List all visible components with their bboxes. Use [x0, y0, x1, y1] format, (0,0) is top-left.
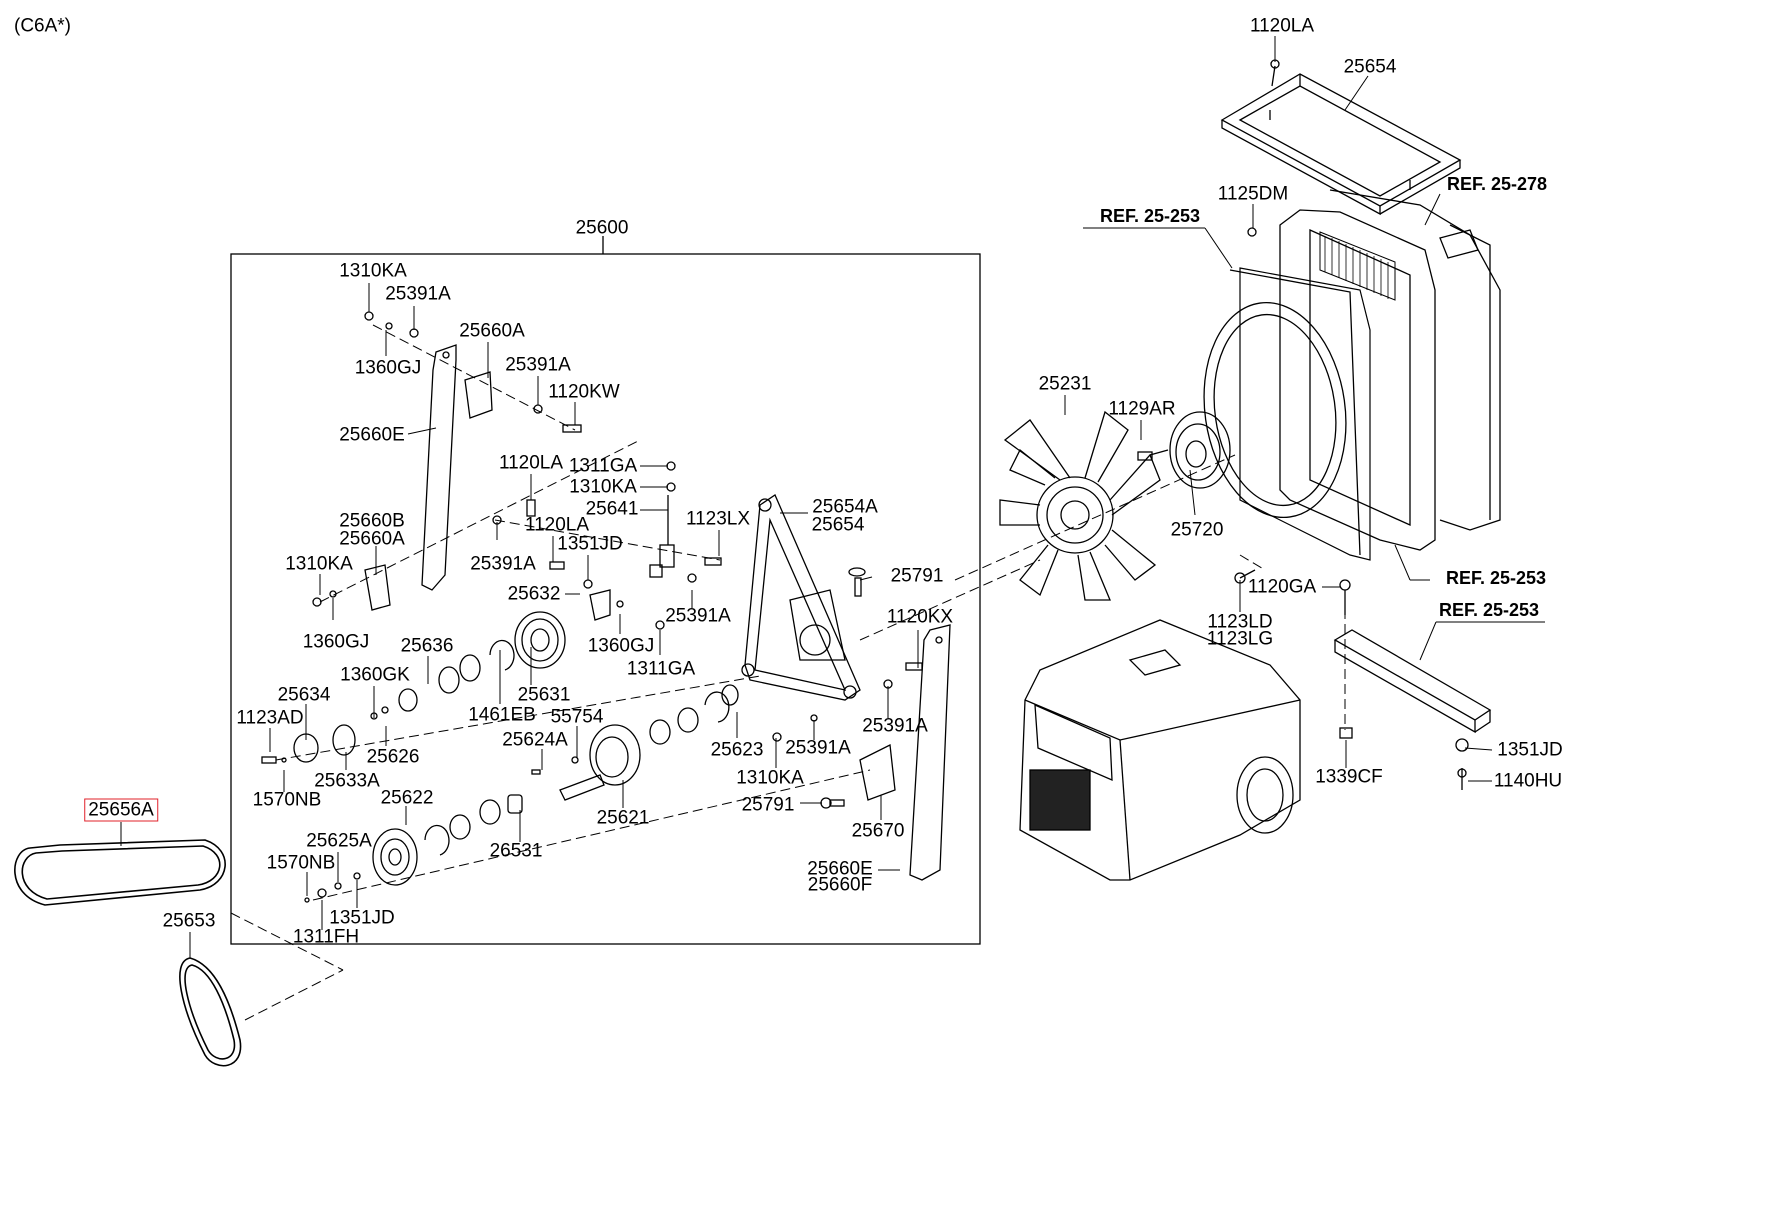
- callout-1123LX[interactable]: 1123LX: [685, 508, 751, 530]
- callout-25624A[interactable]: 25624A: [502, 729, 568, 751]
- callout-25633A[interactable]: 25633A: [314, 770, 380, 792]
- callout-25632[interactable]: 25632: [507, 583, 561, 605]
- callout-1310KA[interactable]: 1310KA: [736, 767, 804, 789]
- callout-1310KA[interactable]: 1310KA: [285, 553, 353, 575]
- callout-1360GJ[interactable]: 1360GJ: [302, 631, 370, 653]
- callout-25670[interactable]: 25670: [851, 820, 905, 842]
- callout-25231[interactable]: 25231: [1038, 373, 1092, 395]
- callout-1120KW[interactable]: 1120KW: [548, 381, 620, 403]
- model-code: (C6A*): [14, 15, 72, 37]
- callout-25391A[interactable]: 25391A: [470, 553, 536, 575]
- callout-1351JD[interactable]: 1351JD: [1497, 739, 1563, 761]
- callout-25621[interactable]: 25621: [596, 807, 650, 829]
- callout-1120LA[interactable]: 1120LA: [524, 514, 590, 536]
- callout-25653[interactable]: 25653: [162, 910, 216, 932]
- callout-1123LG[interactable]: 1123LG: [1206, 628, 1274, 650]
- callout-1311FH[interactable]: 1311FH: [292, 926, 360, 948]
- callout-1351JD[interactable]: 1351JD: [557, 533, 623, 555]
- callout-1120GA[interactable]: 1120GA: [1247, 576, 1317, 598]
- callout-1351JD[interactable]: 1351JD: [329, 907, 395, 929]
- callout-25660B[interactable]: 25660B: [339, 510, 405, 532]
- callout-25720[interactable]: 25720: [1170, 519, 1224, 541]
- callout-1120LA[interactable]: 1120LA: [498, 452, 564, 474]
- callout-25391A[interactable]: 25391A: [862, 715, 928, 737]
- callout-25660F[interactable]: 25660F: [807, 874, 873, 896]
- callout-25391A[interactable]: 25391A: [785, 737, 851, 759]
- callout-1311GA[interactable]: 1311GA: [626, 658, 696, 680]
- callout-26531[interactable]: 26531: [489, 840, 543, 862]
- callout-25656A-highlighted[interactable]: 25656A: [84, 798, 158, 822]
- callout-25391A[interactable]: 25391A: [385, 283, 451, 305]
- callout-25791[interactable]: 25791: [741, 794, 795, 816]
- callout-1339CF[interactable]: 1339CF: [1315, 766, 1383, 788]
- callout-1120KX[interactable]: 1120KX: [886, 606, 954, 628]
- callout-1120LA[interactable]: 1120LA: [1249, 15, 1315, 37]
- callout-1140HU[interactable]: 1140HU: [1493, 770, 1563, 792]
- ref-25-253[interactable]: REF. 25-253: [1438, 600, 1540, 620]
- callout-25622[interactable]: 25622: [380, 787, 434, 809]
- callout-1570NB[interactable]: 1570NB: [252, 789, 322, 811]
- callout-1461EB[interactable]: 1461EB: [468, 704, 536, 726]
- callout-1310KA[interactable]: 1310KA: [339, 260, 407, 282]
- callout-25623[interactable]: 25623: [710, 739, 764, 761]
- callout-25660E[interactable]: 25660E: [807, 858, 873, 880]
- callout-25654A[interactable]: 25654A: [812, 496, 878, 518]
- callout-1360GJ[interactable]: 1360GJ: [354, 357, 422, 379]
- callout-1360GK[interactable]: 1360GK: [340, 664, 410, 686]
- ref-25-278[interactable]: REF. 25-278: [1446, 174, 1548, 194]
- callout-25654[interactable]: 25654: [811, 514, 865, 536]
- callout-25654[interactable]: 25654: [1343, 56, 1397, 78]
- callout-25391A[interactable]: 25391A: [665, 605, 731, 627]
- assembly-group-frame: [230, 253, 981, 945]
- ref-25-253[interactable]: REF. 25-253: [1445, 568, 1547, 588]
- callout-25625A[interactable]: 25625A: [306, 830, 372, 852]
- callout-1360GJ[interactable]: 1360GJ: [587, 635, 655, 657]
- callout-55754[interactable]: 55754: [550, 706, 604, 728]
- callout-25660A[interactable]: 25660A: [339, 528, 405, 550]
- callout-25641[interactable]: 25641: [585, 498, 639, 520]
- callout-25636[interactable]: 25636: [400, 635, 454, 657]
- callout-25626[interactable]: 25626: [366, 746, 420, 768]
- callout-25660A[interactable]: 25660A: [459, 320, 525, 342]
- callout-1311GA[interactable]: 1311GA: [568, 455, 638, 477]
- callout-25600[interactable]: 25600: [575, 217, 629, 239]
- callout-1125DM[interactable]: 1125DM: [1217, 183, 1289, 205]
- callout-1123LD[interactable]: 1123LD: [1207, 611, 1273, 633]
- callout-25660E[interactable]: 25660E: [339, 424, 405, 446]
- callout-25631[interactable]: 25631: [517, 684, 571, 706]
- callout-25391A[interactable]: 25391A: [505, 354, 571, 376]
- callout-1129AR[interactable]: 1129AR: [1108, 398, 1176, 420]
- ref-25-253[interactable]: REF. 25-253: [1099, 206, 1201, 226]
- callout-25791[interactable]: 25791: [890, 565, 944, 587]
- callout-1123AD[interactable]: 1123AD: [236, 707, 304, 729]
- callout-1310KA[interactable]: 1310KA: [569, 476, 637, 498]
- callout-1570NB[interactable]: 1570NB: [266, 852, 336, 874]
- callout-25634[interactable]: 25634: [277, 684, 331, 706]
